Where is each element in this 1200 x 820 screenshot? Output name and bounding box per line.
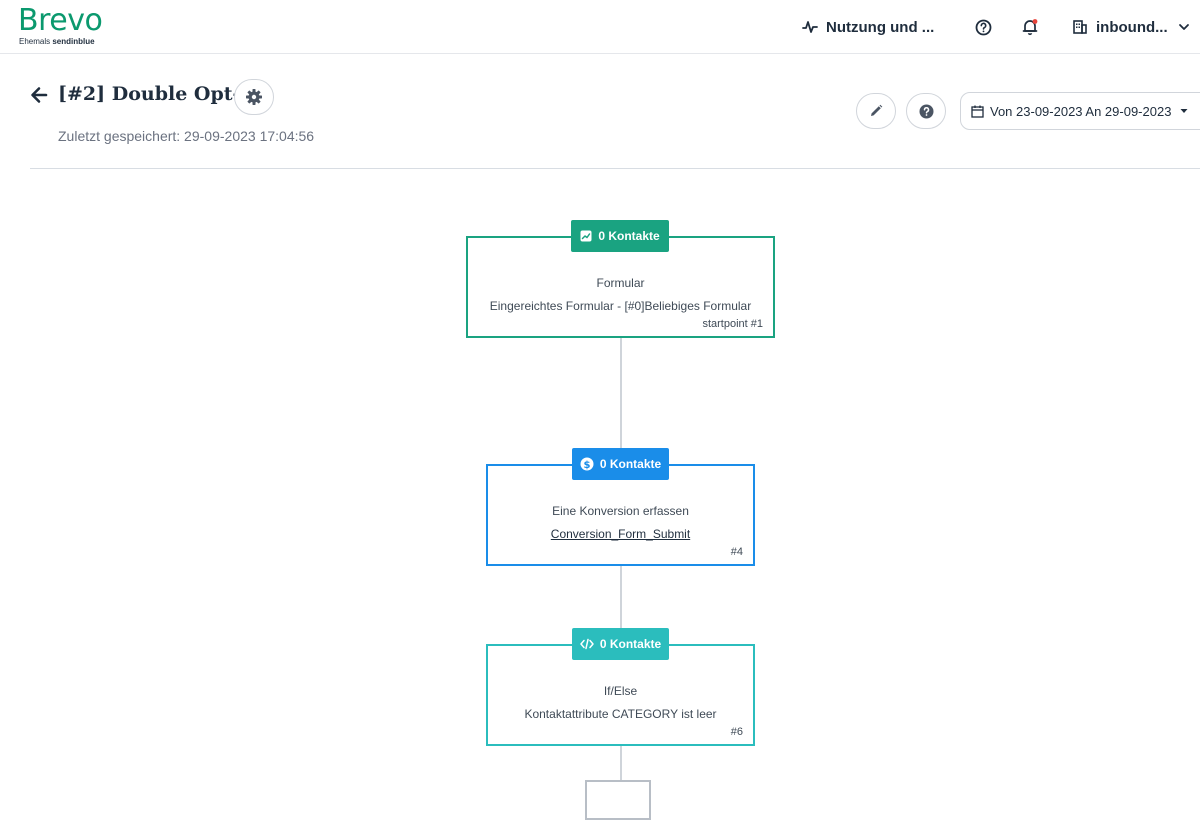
contacts-badge[interactable]: 0 Kontakte [571,220,669,252]
node-detail: Eingereichtes Formular - [#0]Beliebiges … [489,299,752,313]
account-menu-label: inbound... [1096,18,1168,36]
contacts-badge[interactable]: 0 Kontakte [572,628,669,660]
gear-icon [246,89,262,105]
date-range-label: Von 23-09-2023 An 29-09-2023 [990,103,1172,119]
workflow-canvas[interactable]: Formular Eingereichtes Formular - [#0]Be… [0,169,1200,800]
logo-sub-name: sendinblue [52,37,95,46]
logo-sub-prefix: Ehemals [19,37,51,46]
pencil-icon [871,104,883,116]
node-title: Formular [596,276,645,290]
info-help-button[interactable] [906,93,946,129]
last-saved-text: Zuletzt gespeichert: 29-09-2023 17:04:56 [58,128,315,144]
page-title: [#2] Double Opt-in [58,83,262,105]
brevo-logo[interactable]: Brevo Ehemals sendinblue [18,3,103,47]
top-bar: Brevo Ehemals sendinblue Nutzung und ...… [0,0,1200,54]
conversion-link[interactable]: Conversion_Form_Submit [550,527,691,541]
activity-icon [802,21,818,33]
building-icon [1073,20,1087,34]
workflow-header: [#2] Double Opt-in Zuletzt gespeichert: … [30,70,1200,169]
account-menu[interactable]: inbound... [1072,0,1198,54]
caret-down-icon [1180,109,1188,113]
node-title: Eine Konversion erfassen [552,504,689,518]
dollar-icon: $ [580,457,594,471]
node-number: startpoint #1 [702,318,763,330]
workflow-node-if-else[interactable]: If/Else Kontaktattribute CATEGORY ist le… [486,644,755,746]
code-icon [580,638,594,650]
edit-button[interactable] [856,93,896,129]
chevron-down-icon [1178,24,1189,30]
form-icon [580,230,592,242]
logo-subtitle: Ehemals sendinblue [19,37,102,46]
badge-label: 0 Kontakte [599,457,662,471]
usage-menu[interactable]: Nutzung und ... [802,0,934,54]
node-detail: Kontaktattribute CATEGORY ist leer [524,707,717,721]
node-number: #6 [730,726,743,738]
help-circle-icon [975,19,992,35]
connector-line [620,337,622,450]
settings-button[interactable] [234,79,274,115]
logo-wordmark: Brevo [18,3,103,38]
node-number: #4 [730,546,743,558]
badge-label: 0 Kontakte [599,637,662,651]
node-detail-link[interactable]: Conversion_Form_Submit [488,527,753,541]
back-button[interactable] [30,86,48,109]
date-range-picker[interactable]: Von 23-09-2023 An 29-09-2023 [960,92,1200,130]
badge-label: 0 Kontakte [598,229,660,243]
usage-menu-label: Nutzung und ... [826,18,935,36]
connector-line [620,746,622,782]
notifications-button[interactable] [1021,0,1047,54]
contacts-badge[interactable]: $ 0 Kontakte [572,448,669,480]
bell-icon [1022,19,1038,36]
next-node-partial[interactable] [585,780,651,820]
question-circle-icon [919,104,933,118]
svg-text:$: $ [583,460,590,471]
help-button[interactable] [975,0,1000,54]
connector-line [620,566,622,630]
node-title: If/Else [603,684,638,698]
calendar-icon [971,105,984,118]
arrow-left-icon [31,87,48,103]
workflow-node-conversion[interactable]: Eine Konversion erfassen Conversion_Form… [486,464,755,566]
workflow-node-form[interactable]: Formular Eingereichtes Formular - [#0]Be… [466,236,775,338]
